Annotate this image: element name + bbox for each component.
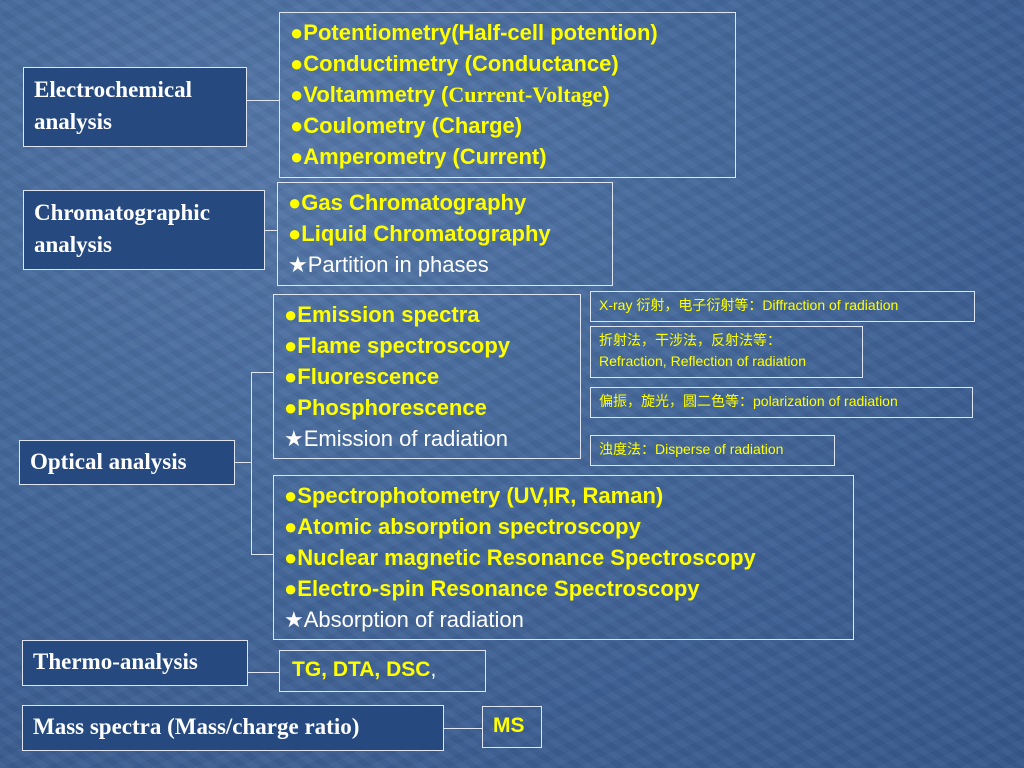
method-item: ★Emission of radiation xyxy=(284,423,570,454)
note-refraction: 折射法，干涉法，反射法等： Refraction, Reflection of … xyxy=(590,326,863,378)
method-label: Conductimetry (Conductance) xyxy=(303,51,619,76)
thermo-methods-tail: , xyxy=(430,658,437,681)
category-electrochemical-label: Electrochemical analysis xyxy=(34,77,192,134)
thermo-methods-box: TG, DTA, DSC, xyxy=(279,650,486,692)
bullet-dot: ● xyxy=(284,576,298,601)
method-item: ●Gas Chromatography xyxy=(288,187,602,218)
bullet-dot: ● xyxy=(284,483,298,508)
category-chromatographic-label: Chromatographic analysis xyxy=(34,200,210,257)
method-label: Flame spectroscopy xyxy=(297,333,511,358)
category-chromatographic: Chromatographic analysis xyxy=(23,190,265,270)
method-label: Atomic absorption spectroscopy xyxy=(297,514,641,539)
star-icon: ★ xyxy=(284,426,304,451)
connector-optical-bottom xyxy=(251,554,273,555)
connector-optical-top xyxy=(251,372,273,373)
method-label: Fluorescence xyxy=(297,364,440,389)
note-disperse-text: 浊度法：Disperse of radiation xyxy=(599,441,784,457)
method-label: Voltammetry ( xyxy=(303,82,449,107)
method-item: ●Flame spectroscopy xyxy=(284,330,570,361)
method-item: ●Nuclear magnetic Resonance Spectroscopy xyxy=(284,542,843,573)
note-disperse: 浊度法：Disperse of radiation xyxy=(590,435,835,466)
bullet-dot: ● xyxy=(284,302,298,327)
note-xray-text: X-ray 衍射，电子衍射等：Diffraction of radiation xyxy=(599,297,899,313)
bullet-dot: ● xyxy=(284,514,298,539)
method-label: Electro-spin Resonance Spectroscopy xyxy=(297,576,700,601)
connector-optical-h xyxy=(235,462,251,463)
method-item: ●Fluorescence xyxy=(284,361,570,392)
method-item: ●Amperometry (Current) xyxy=(290,141,725,172)
bullet-dot: ● xyxy=(290,20,304,45)
method-label: Liquid Chromatography xyxy=(301,221,551,246)
bullet-dot: ● xyxy=(290,113,304,138)
method-summary: Absorption of radiation xyxy=(303,607,524,632)
method-item: ●Atomic absorption spectroscopy xyxy=(284,511,843,542)
category-thermo-label: Thermo-analysis xyxy=(33,649,198,674)
category-optical-label: Optical analysis xyxy=(30,449,187,474)
chromato-methods-box: ●Gas Chromatography ●Liquid Chromatograp… xyxy=(277,182,613,286)
electro-methods-box: ●Potentiometry(Half-cell potention) ●Con… xyxy=(279,12,736,178)
method-label: Potentiometry(Half-cell potention) xyxy=(303,20,658,45)
method-item: ●Voltammetry (Current-Voltage) xyxy=(290,79,725,110)
category-optical: Optical analysis xyxy=(19,440,235,485)
mass-methods-label: MS xyxy=(493,714,525,737)
method-label: Coulometry (Charge) xyxy=(303,113,523,138)
note-xray: X-ray 衍射，电子衍射等：Diffraction of radiation xyxy=(590,291,975,322)
method-label: Amperometry (Current) xyxy=(303,144,547,169)
method-label: Spectrophotometry (UV,IR, Raman) xyxy=(297,483,664,508)
method-item: ●Emission spectra xyxy=(284,299,570,330)
method-item: ●Coulometry (Charge) xyxy=(290,110,725,141)
bullet-dot: ● xyxy=(284,333,298,358)
connector-electro-h xyxy=(247,100,279,101)
note-refraction-line2: Refraction, Reflection of radiation xyxy=(599,353,806,369)
method-item: ★Absorption of radiation xyxy=(284,604,843,635)
method-item: ★Partition in phases xyxy=(288,249,602,280)
bullet-dot: ● xyxy=(290,51,304,76)
category-mass-spectra-label: Mass spectra (Mass/charge ratio) xyxy=(33,714,360,739)
mass-methods-box: MS xyxy=(482,706,542,748)
method-summary: Partition in phases xyxy=(307,252,489,277)
thermo-methods-label: TG, DTA, DSC xyxy=(292,658,431,681)
connector-mass-h xyxy=(444,728,482,729)
connector-thermo-h xyxy=(248,672,279,673)
method-item: ●Phosphorescence xyxy=(284,392,570,423)
star-icon: ★ xyxy=(284,607,304,632)
method-label: Gas Chromatography xyxy=(301,190,527,215)
bullet-dot: ● xyxy=(288,190,302,215)
connector-optical-v xyxy=(251,372,252,554)
method-item: ●Liquid Chromatography xyxy=(288,218,602,249)
bullet-dot: ● xyxy=(290,82,304,107)
bullet-dot: ● xyxy=(284,395,298,420)
category-thermo: Thermo-analysis xyxy=(22,640,248,686)
absorption-methods-box: ●Spectrophotometry (UV,IR, Raman) ●Atomi… xyxy=(273,475,854,640)
method-item: ●Conductimetry (Conductance) xyxy=(290,48,725,79)
note-polarization-text: 偏振，旋光，圆二色等：polarization of radiation xyxy=(599,393,898,409)
method-summary: Emission of radiation xyxy=(303,426,508,451)
bullet-dot: ● xyxy=(290,144,304,169)
emission-methods-box: ●Emission spectra ●Flame spectroscopy ●F… xyxy=(273,294,581,459)
note-refraction-line1: 折射法，干涉法，反射法等： xyxy=(599,332,781,348)
method-label-serif: Current-Voltage xyxy=(448,82,603,107)
method-label: Emission spectra xyxy=(297,302,480,327)
bullet-dot: ● xyxy=(284,545,298,570)
method-label: Nuclear magnetic Resonance Spectroscopy xyxy=(297,545,756,570)
category-mass-spectra: Mass spectra (Mass/charge ratio) xyxy=(22,705,444,751)
category-electrochemical: Electrochemical analysis xyxy=(23,67,247,147)
method-item: ●Spectrophotometry (UV,IR, Raman) xyxy=(284,480,843,511)
method-item: ●Potentiometry(Half-cell potention) xyxy=(290,17,725,48)
method-label: Phosphorescence xyxy=(297,395,487,420)
method-item: ●Electro-spin Resonance Spectroscopy xyxy=(284,573,843,604)
method-label-tail: ) xyxy=(602,82,610,107)
bullet-dot: ● xyxy=(284,364,298,389)
note-polarization: 偏振，旋光，圆二色等：polarization of radiation xyxy=(590,387,973,418)
star-icon: ★ xyxy=(288,252,308,277)
connector-chromato-h xyxy=(265,230,277,231)
bullet-dot: ● xyxy=(288,221,302,246)
